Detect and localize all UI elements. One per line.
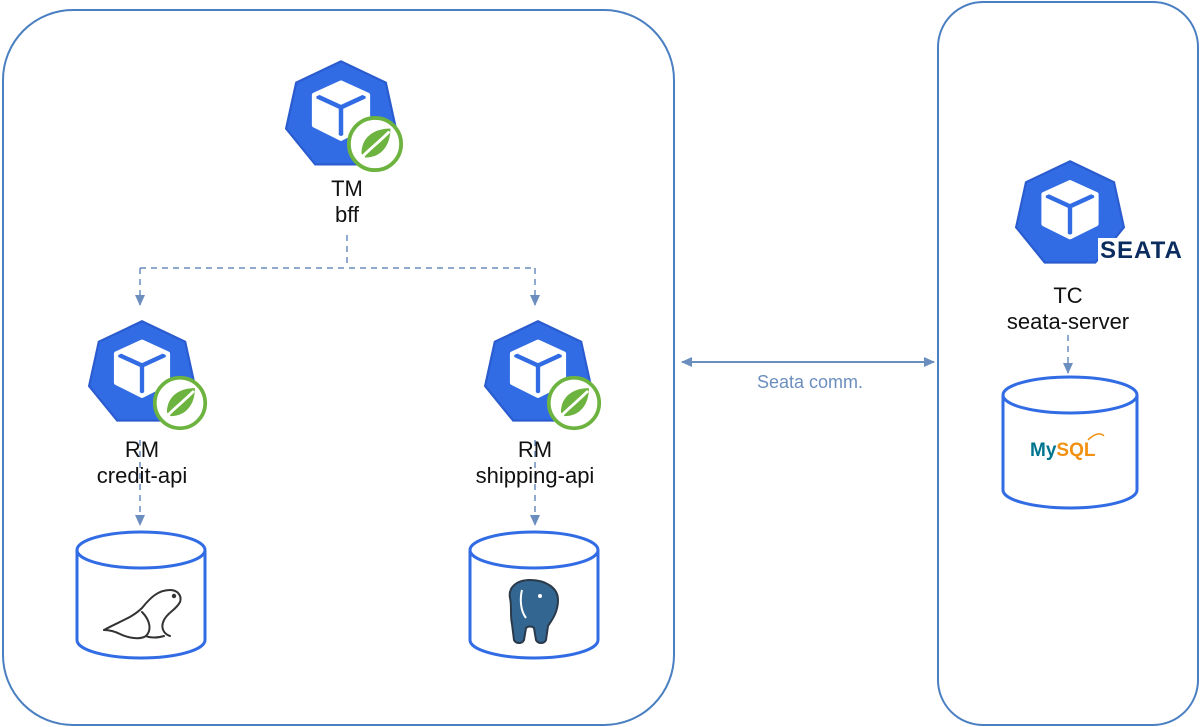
bff-node-label: TM bff [331,176,363,228]
mysql-dolphin-icon [1087,433,1105,441]
credit-node-label: RM credit-api [97,437,187,489]
credit-api-pod-icon [89,321,208,431]
shipping-node-label: RM shipping-api [476,437,595,489]
seata-cluster-container [937,1,1199,726]
bff-pod-icon [286,61,404,173]
credit-db-cylinder [75,530,207,660]
mysql-logo-text: MySQL [1030,440,1095,462]
bff-to-rm-connectors [135,235,540,306]
mariadb-seal-icon [103,588,182,640]
service-cluster-container [2,9,675,726]
spring-leaf-icon [152,375,208,431]
rm-to-db-connectors [135,335,1073,526]
seata-comm-label: Seata comm. [756,372,864,392]
seata-role: TC [1053,283,1083,308]
seata-logo-text: SEATA [1098,237,1185,264]
postgresql-elephant-icon [508,578,560,644]
bff-role: TM [331,176,363,201]
shipping-role: RM [517,437,553,462]
shipping-api-pod-icon [485,321,602,431]
spring-leaf-icon [546,375,602,431]
seata-db-cylinder [1001,375,1139,510]
bff-name: bff [334,202,360,227]
spring-leaf-icon [346,115,404,173]
seata-node-label: TC seata-server [1007,283,1129,335]
credit-name: credit-api [96,463,188,488]
mysql-logo-my: My [1030,440,1057,461]
shipping-name: shipping-api [475,463,595,488]
credit-role: RM [124,437,160,462]
seata-name: seata-server [1006,309,1130,334]
mysql-logo-sql: SQL [1056,440,1096,461]
